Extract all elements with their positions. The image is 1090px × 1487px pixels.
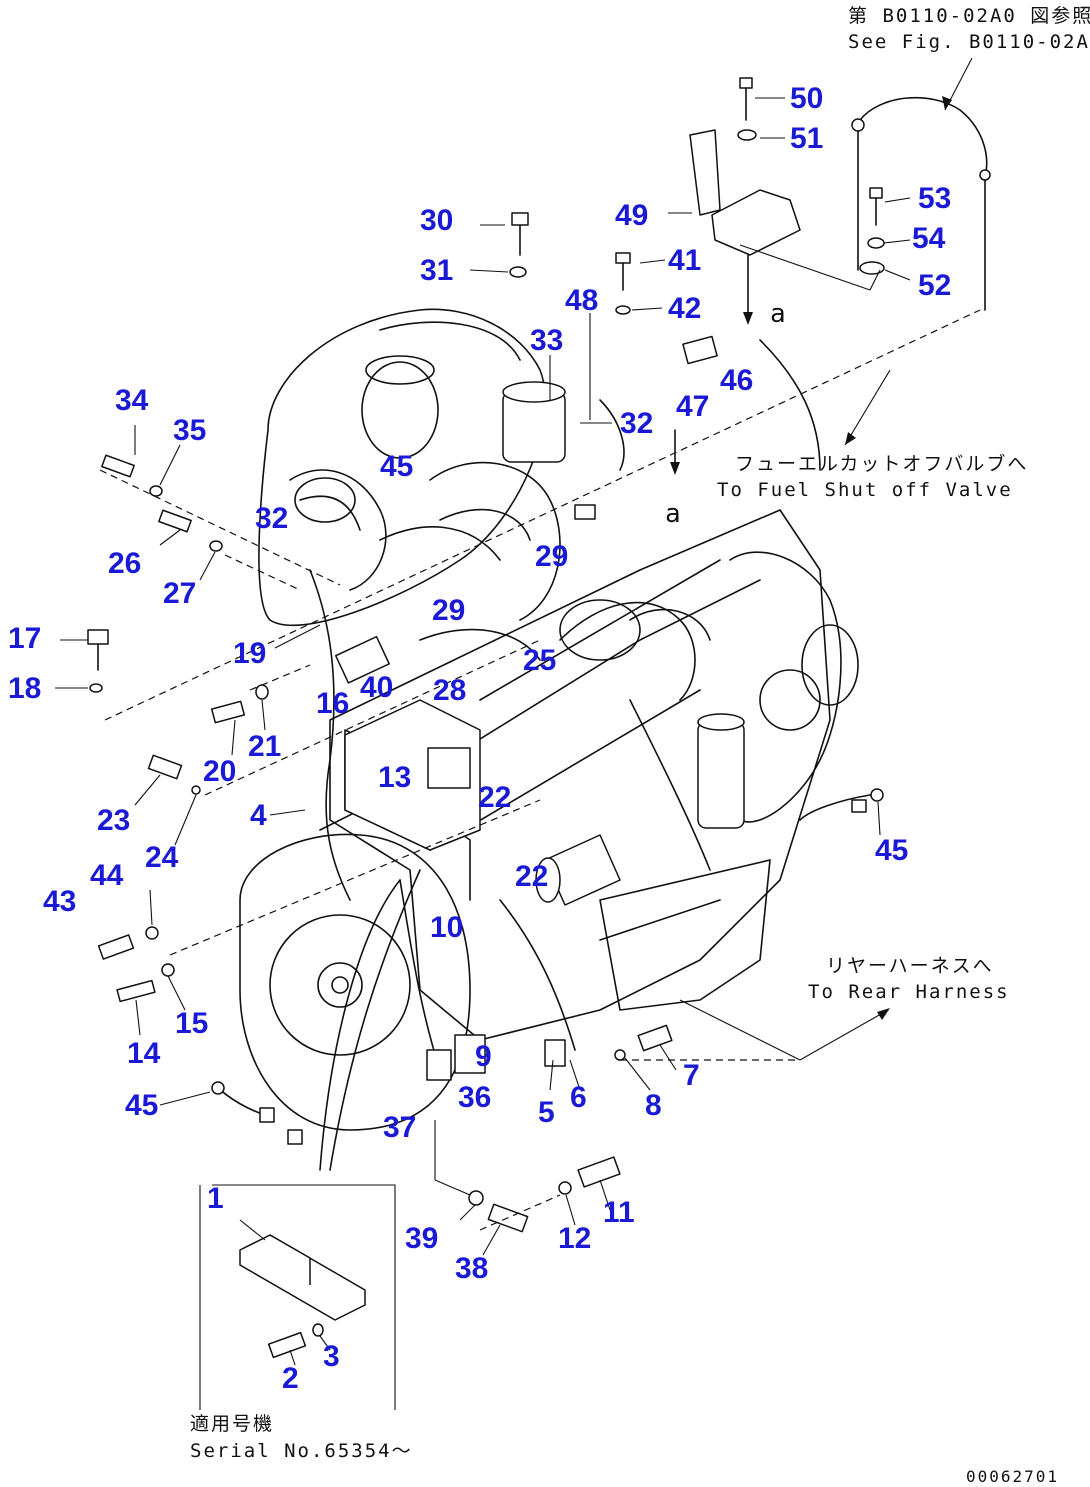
fuel-valve-note-en: To Fuel Shut off Valve [717, 479, 1013, 501]
callout-29b: 29 [432, 594, 465, 627]
callout-31: 31 [420, 254, 453, 287]
callout-15: 15 [175, 1007, 208, 1040]
callout-32b: 32 [255, 502, 288, 535]
callout-numbers: 50 51 53 54 52 49 30 31 41 42 48 33 46 4… [8, 82, 951, 1395]
callout-9: 9 [475, 1040, 492, 1073]
callout-53: 53 [918, 182, 951, 215]
callout-45c: 45 [125, 1089, 158, 1122]
callout-27: 27 [163, 577, 196, 610]
rear-harness-note-en: To Rear Harness [808, 981, 1010, 1003]
callout-51: 51 [790, 122, 823, 155]
see-figure-note-en: See Fig. B0110-02A0 [848, 31, 1090, 53]
engine-illustration [239, 308, 871, 1171]
callout-30: 30 [420, 204, 453, 237]
callout-3: 3 [323, 1340, 340, 1373]
callout-52: 52 [918, 269, 951, 302]
ref-a-top: a [770, 299, 788, 329]
hardware-parts [87, 77, 885, 1233]
callout-5: 5 [538, 1096, 555, 1129]
callout-37: 37 [383, 1111, 416, 1144]
callout-49: 49 [615, 199, 648, 232]
callout-2: 2 [282, 1362, 299, 1395]
callout-40: 40 [360, 671, 393, 704]
callout-39: 39 [405, 1222, 438, 1255]
callout-8: 8 [645, 1089, 662, 1122]
callout-44: 44 [90, 859, 124, 892]
callout-17: 17 [8, 622, 41, 655]
callout-6: 6 [570, 1081, 587, 1114]
callout-43: 43 [43, 885, 76, 918]
callout-14: 14 [127, 1037, 161, 1070]
callout-38: 38 [455, 1252, 488, 1285]
callout-20: 20 [203, 755, 236, 788]
callout-32: 32 [620, 407, 653, 440]
callout-13: 13 [378, 761, 411, 794]
callout-1: 1 [207, 1182, 224, 1215]
callout-19: 19 [233, 637, 266, 670]
callout-50: 50 [790, 82, 823, 115]
callout-33: 33 [530, 324, 563, 357]
callout-21: 21 [248, 730, 281, 763]
rear-harness-note-jp: リヤーハーネスへ [826, 955, 994, 977]
serial-inset [199, 1184, 396, 1410]
callout-22b: 22 [515, 860, 548, 893]
callout-7: 7 [683, 1059, 700, 1092]
serial-note-en: Serial No.65354～ [190, 1440, 413, 1462]
callout-10: 10 [430, 911, 463, 944]
callout-34: 34 [115, 384, 149, 417]
callout-16: 16 [316, 687, 349, 720]
callout-36: 36 [458, 1081, 491, 1114]
callout-45b: 45 [875, 834, 908, 867]
leader-lines [55, 57, 991, 1256]
ref-a-mid: a [665, 499, 683, 529]
callout-26: 26 [108, 547, 141, 580]
callout-25: 25 [523, 644, 556, 677]
callout-4: 4 [250, 799, 267, 832]
see-figure-note-jp: 第 B0110-02A0 図参照 [848, 5, 1090, 27]
serial-note-jp: 適用号機 [190, 1413, 274, 1435]
callout-45: 45 [380, 450, 413, 483]
callout-12: 12 [558, 1222, 591, 1255]
drawing-number: 00062701 [966, 1467, 1059, 1486]
callout-22: 22 [478, 781, 511, 814]
callout-47: 47 [676, 390, 709, 423]
callout-24: 24 [145, 841, 179, 874]
callout-29: 29 [535, 540, 568, 573]
callout-48: 48 [565, 284, 598, 317]
callout-54: 54 [912, 222, 946, 255]
callout-18: 18 [8, 672, 41, 705]
callout-28: 28 [433, 674, 466, 707]
callout-41: 41 [668, 244, 701, 277]
callout-46: 46 [720, 364, 753, 397]
fuel-valve-note-jp: フューエルカットオフバルブへ [735, 452, 1028, 475]
callout-42: 42 [668, 292, 701, 325]
callout-23: 23 [97, 804, 130, 837]
callout-11: 11 [603, 1196, 635, 1229]
callout-35: 35 [173, 414, 206, 447]
